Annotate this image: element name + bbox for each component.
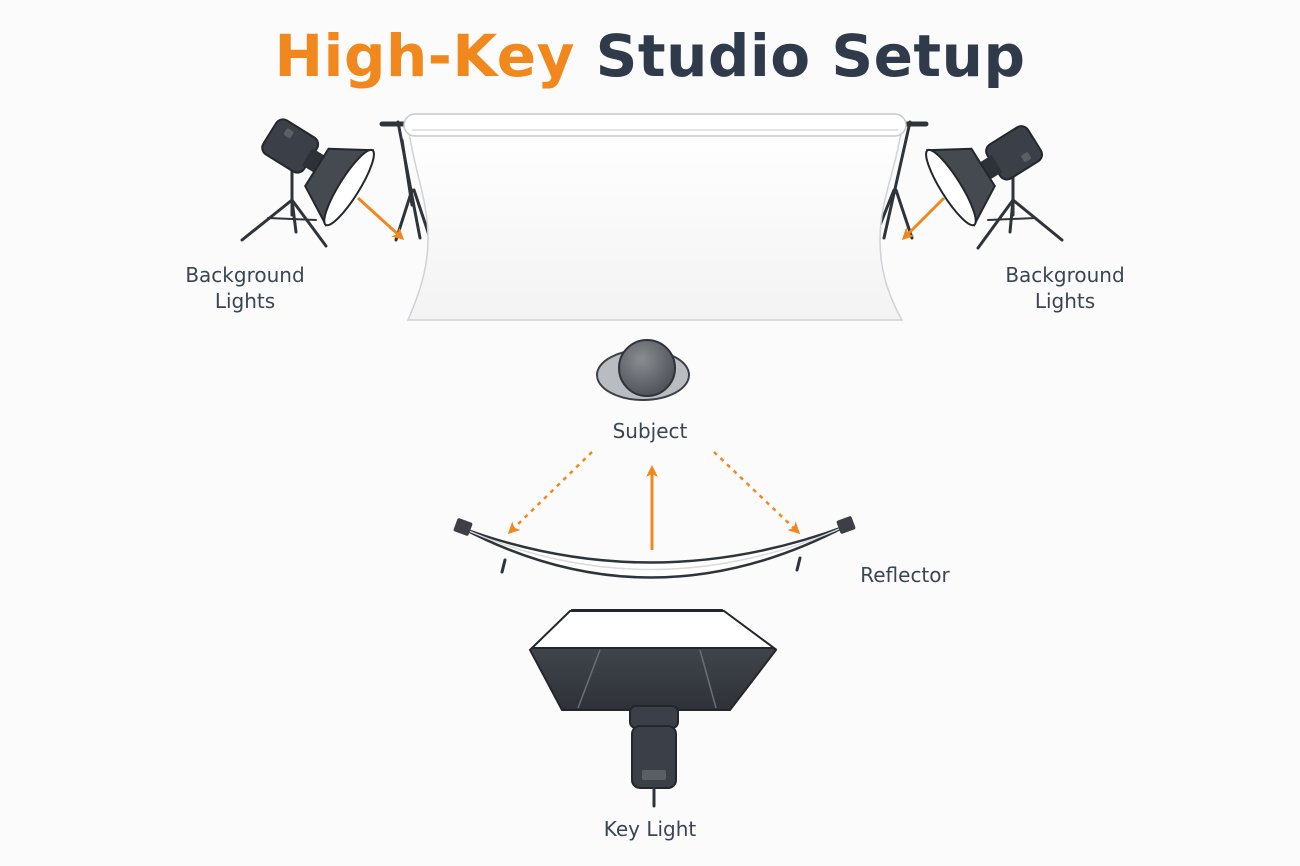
- backdrop-roll: [403, 113, 907, 137]
- label-background-lights-right: Background Lights: [980, 262, 1150, 314]
- reflector-icon: [453, 516, 856, 579]
- label-key-light: Key Light: [603, 817, 697, 841]
- background-light-left: [240, 118, 375, 248]
- strobe-light-icon: [261, 118, 375, 227]
- label-line: Background: [1005, 263, 1125, 287]
- label-subject: Subject: [612, 419, 688, 443]
- arrow-icon: [713, 451, 801, 535]
- title-rest: Studio Setup: [595, 22, 1026, 90]
- arrow-icon: [507, 451, 593, 535]
- backdrop-stand-left: [379, 120, 432, 242]
- label-line: Lights: [214, 289, 276, 313]
- label-line: Lights: [1034, 289, 1096, 313]
- label-reflector: Reflector: [860, 563, 950, 587]
- title-highlight: High-Key: [274, 22, 575, 90]
- backdrop: [379, 113, 929, 321]
- backdrop-paper: [406, 125, 904, 321]
- light-stand-icon: [976, 170, 1064, 250]
- arrow-icon: [356, 196, 405, 241]
- subject-head-icon: [596, 339, 690, 401]
- background-light-right: [925, 125, 1064, 250]
- label-line: Background: [185, 263, 305, 287]
- label-background-lights-left: Background Lights: [160, 262, 330, 314]
- page-title: High-Key Studio Setup: [0, 22, 1300, 90]
- light-stand-icon: [240, 168, 328, 248]
- strobe-light-icon: [925, 125, 1044, 227]
- arrow-icon: [901, 196, 946, 241]
- softbox-icon: [528, 609, 778, 808]
